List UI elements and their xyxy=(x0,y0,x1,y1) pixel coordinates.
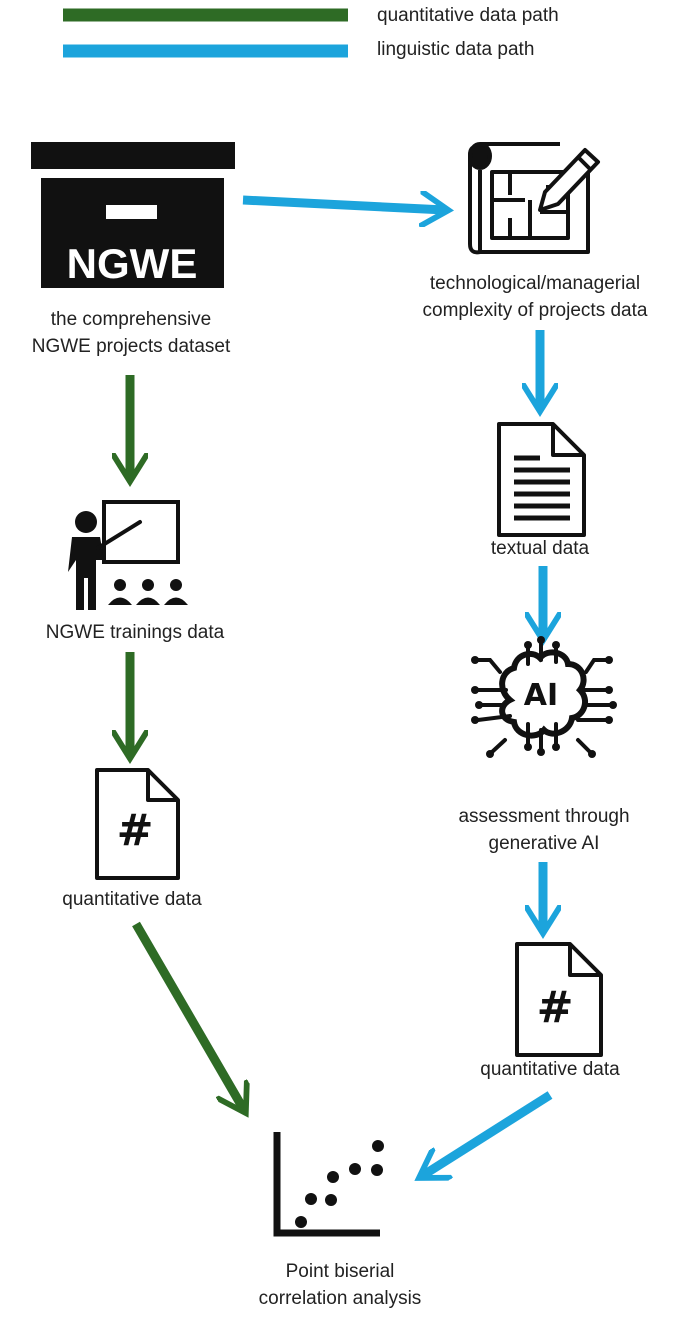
blueprint-pencil-icon xyxy=(468,142,600,255)
label-ai-line-2: generative AI xyxy=(488,833,600,854)
label-dataset-line-2: NGWE projects dataset xyxy=(31,336,231,357)
archive-box-label: NGWE xyxy=(67,240,198,287)
legend-label-linguistic: linguistic data path xyxy=(377,39,535,60)
hash-icon-left-label: # xyxy=(117,805,154,856)
label-textual-line-1: textual data xyxy=(490,538,590,559)
label-correlation-line-2: correlation analysis xyxy=(258,1288,422,1309)
label-complexity: technological/managerial complexity of p… xyxy=(385,270,685,324)
hash-document-icon-right: # xyxy=(515,942,603,1057)
ai-brain-circuit-icon: AI xyxy=(471,636,617,758)
archive-box-icon: NGWE xyxy=(31,142,235,288)
label-trainings: NGWE trainings data xyxy=(0,619,270,646)
label-complexity-line-1: technological/managerial xyxy=(429,273,641,294)
ai-icon-label: AI xyxy=(524,678,558,713)
hash-document-icon-left: # xyxy=(95,768,180,880)
label-ai-line-1: assessment through xyxy=(458,806,630,827)
scatter-plot-icon xyxy=(273,1132,384,1237)
label-quant-left-line-1: quantitative data xyxy=(62,889,202,910)
label-complexity-line-2: complexity of projects data xyxy=(422,300,648,321)
arrow-quant-right-to-correlation xyxy=(422,1091,553,1176)
label-quant-left: quantitative data xyxy=(22,886,242,913)
label-ai: assessment through generative AI xyxy=(414,803,674,857)
label-dataset-line-1: the comprehensive xyxy=(50,309,212,330)
label-quant-right-line-1: quantitative data xyxy=(480,1059,620,1080)
label-correlation: Point biserial correlation analysis xyxy=(230,1258,450,1312)
label-quant-right: quantitative data xyxy=(440,1056,660,1083)
label-dataset: the comprehensive NGWE projects dataset xyxy=(0,306,262,360)
label-correlation-line-1: Point biserial xyxy=(285,1261,395,1282)
arrow-dataset-to-complexity xyxy=(242,200,445,210)
label-trainings-line-1: NGWE trainings data xyxy=(45,622,225,643)
hash-icon-right-label: # xyxy=(537,982,574,1033)
teacher-presentation-icon xyxy=(68,500,188,610)
arrow-quant-left-to-correlation xyxy=(132,921,244,1110)
text-document-icon xyxy=(497,422,586,537)
legend-label-quantitative: quantitative data path xyxy=(377,5,559,26)
label-textual: textual data xyxy=(440,535,640,562)
